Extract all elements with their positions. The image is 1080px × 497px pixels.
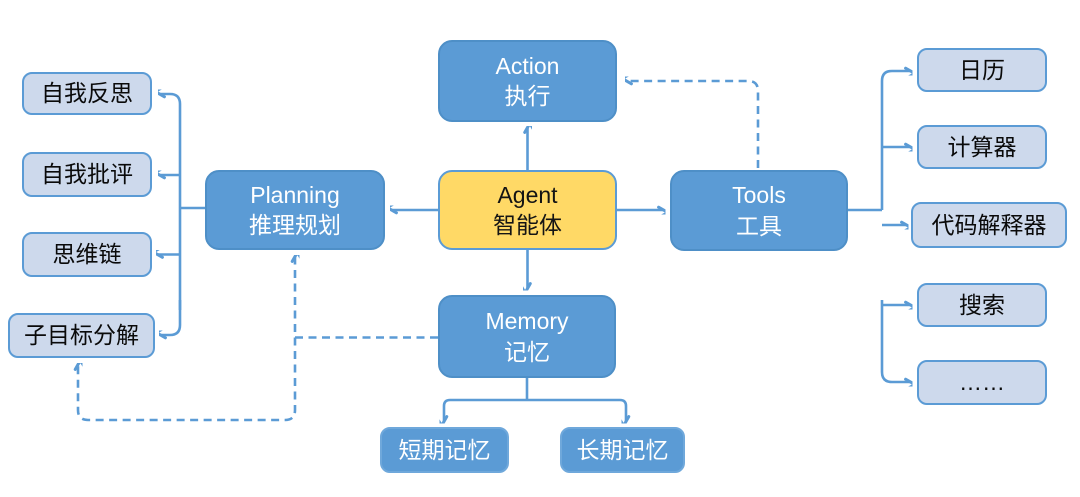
tools-item-calculator: 计算器 [917, 125, 1047, 169]
node-memory-label-zh: 记忆 [504, 338, 550, 365]
node-planning-label-zh: 推理规划 [249, 212, 341, 238]
node-tools: Tools 工具 [670, 170, 848, 251]
planning-item-subgoal-decomposition-label: 子目标分解 [24, 322, 139, 348]
memory-item-short-term-label: 短期记忆 [398, 436, 491, 463]
tools-item-more-label: …… [959, 369, 1005, 395]
planning-item-self-criticism: 自我批评 [22, 152, 152, 197]
node-memory: Memory 记忆 [438, 295, 616, 378]
node-planning-label-en: Planning [250, 181, 340, 208]
planning-item-chain-of-thought: 思维链 [22, 232, 152, 277]
node-memory-label-en: Memory [485, 308, 569, 335]
tools-item-search: 搜索 [917, 283, 1047, 327]
node-action-label-en: Action [495, 52, 560, 79]
memory-item-long-term-label: 长期记忆 [576, 436, 669, 463]
planning-item-self-criticism-label: 自我批评 [41, 161, 133, 187]
node-tools-label-zh: 工具 [736, 212, 782, 239]
node-planning: Planning 推理规划 [205, 170, 385, 250]
tools-item-code-interpreter: 代码解释器 [911, 202, 1067, 248]
connector-trunk-to-more [880, 300, 910, 382]
memory-item-long-term: 长期记忆 [560, 427, 685, 473]
tools-item-code-interpreter-label: 代码解释器 [931, 211, 1047, 238]
node-agent: Agent 智能体 [438, 170, 617, 250]
tools-item-more: …… [917, 360, 1047, 405]
connector-memory-to-long-term [527, 398, 626, 421]
tools-item-search-label: 搜索 [959, 291, 1005, 318]
planning-item-subgoal-decomposition: 子目标分解 [8, 313, 155, 358]
node-agent-label-en: Agent [497, 181, 558, 208]
planning-item-self-reflection: 自我反思 [22, 72, 152, 115]
node-action: Action 执行 [438, 40, 617, 122]
planning-item-chain-of-thought-label: 思维链 [52, 241, 122, 267]
connector-tools-to-action-dashed [627, 81, 760, 168]
tools-item-calculator-label: 计算器 [947, 133, 1017, 160]
tools-item-calendar: 日历 [917, 48, 1047, 92]
connector-trunk-to-calendar [880, 71, 910, 210]
connector-trunk-to-self-reflection [160, 94, 182, 310]
planning-item-self-reflection-label: 自我反思 [41, 80, 133, 106]
connector-memory-to-planning-dashed [295, 257, 438, 339]
connector-trunk-to-subgoal [161, 300, 182, 335]
node-tools-label-en: Tools [732, 182, 786, 209]
connector-memory-to-subgoal-dashed [78, 337, 297, 422]
tools-item-calendar-label: 日历 [959, 56, 1005, 83]
node-agent-label-zh: 智能体 [493, 212, 562, 238]
node-action-label-zh: 执行 [504, 83, 551, 109]
memory-item-short-term: 短期记忆 [380, 427, 509, 473]
connector-memory-to-short-term [444, 398, 527, 421]
